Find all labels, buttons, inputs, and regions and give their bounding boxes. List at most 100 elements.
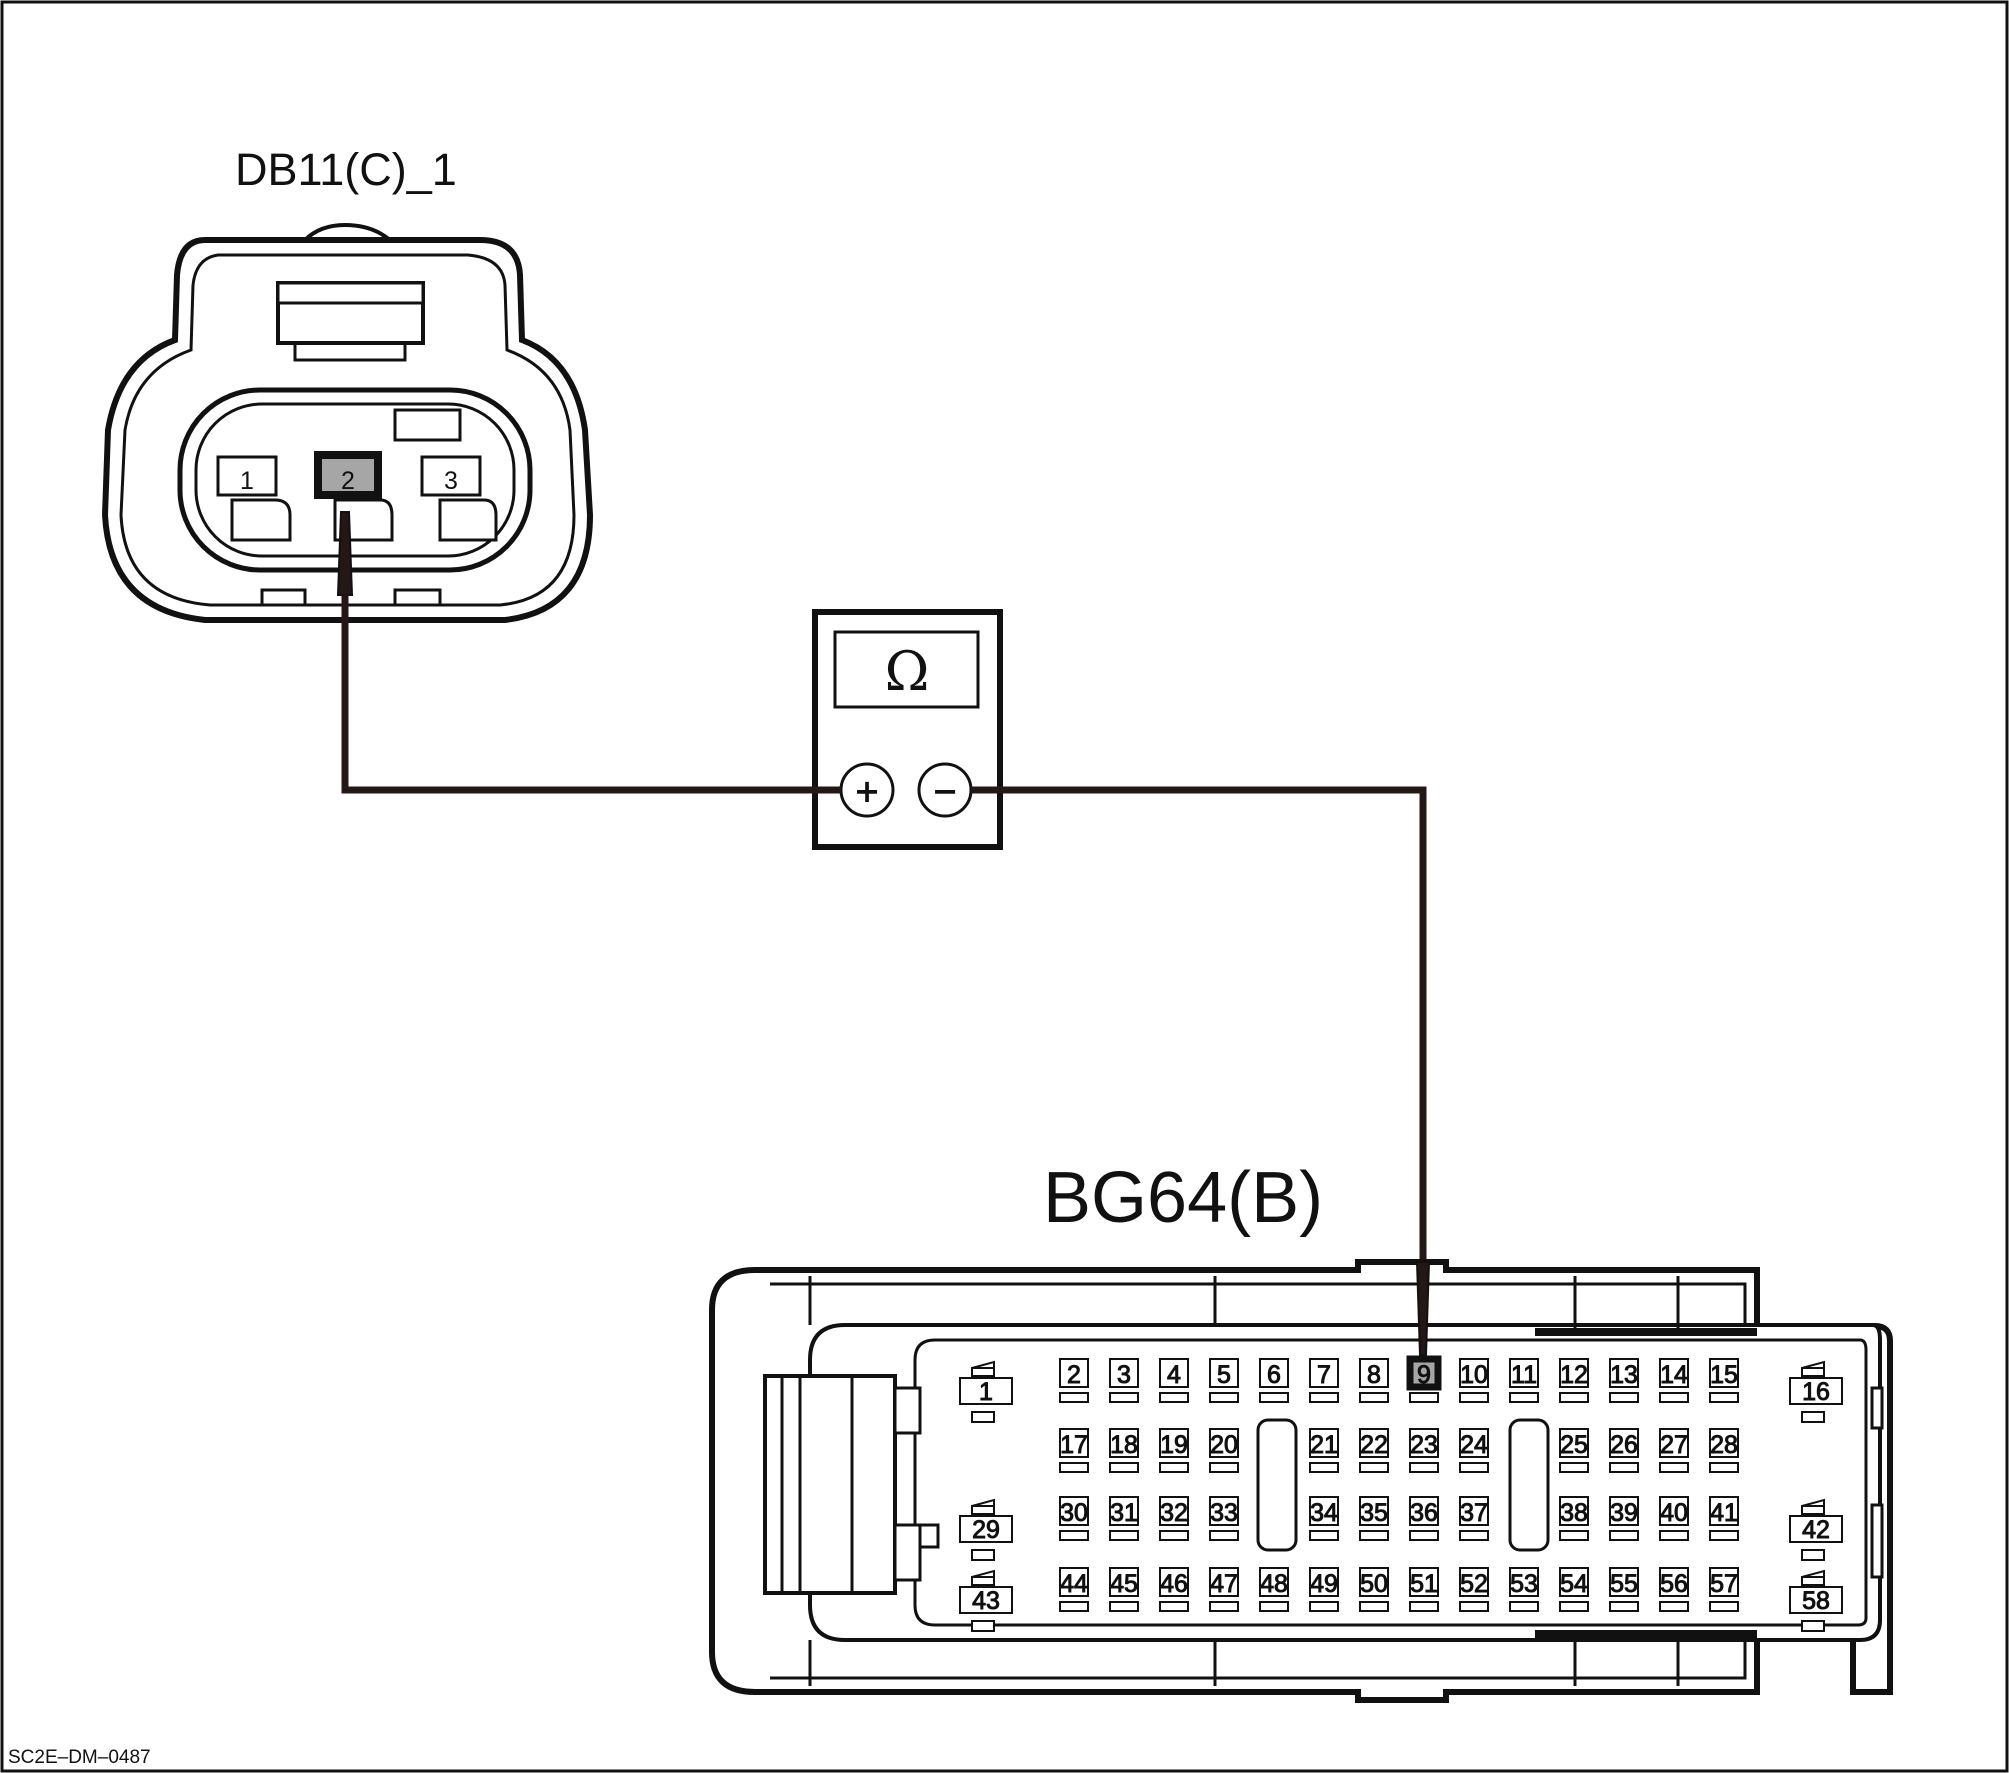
- bg64-pin-label: 36: [1410, 1499, 1438, 1527]
- bg64-pin-label: 29: [972, 1516, 1000, 1544]
- svg-text:−: −: [932, 772, 959, 810]
- bg64-pin-29: 29: [959, 1498, 1013, 1561]
- bg64-pin-label: 3: [1117, 1361, 1131, 1389]
- svg-text:1: 1: [240, 467, 254, 495]
- bg64-pin-label: 38: [1560, 1499, 1588, 1527]
- bg64-pin-58: 58: [1789, 1569, 1843, 1632]
- bg64-pin-16: 16: [1789, 1360, 1843, 1423]
- bg64-pin-53: 53: [1509, 1567, 1539, 1612]
- bg64-pin-label: 55: [1610, 1570, 1638, 1598]
- bg64-test-probe: [1415, 1261, 1431, 1356]
- bg64-pin-label: 31: [1110, 1499, 1138, 1527]
- bg64-pin-label: 18: [1110, 1431, 1138, 1459]
- bg64-pin-label: 13: [1610, 1361, 1638, 1389]
- figure-id: SC2E–DM–0487: [8, 1747, 151, 1768]
- bg64-pin-label: 16: [1802, 1378, 1830, 1406]
- db11-pin-2-highlighted: 2: [314, 451, 382, 499]
- db11-label: DB11(C)_1: [235, 144, 457, 195]
- bg64-pin-label: 33: [1210, 1499, 1238, 1527]
- bg64-pin-11: 11: [1509, 1358, 1539, 1403]
- bg64-pin-42: 42: [1789, 1498, 1843, 1561]
- bg64-pin-40: 40: [1659, 1496, 1689, 1541]
- bg64-pin-45: 45: [1109, 1567, 1139, 1612]
- db11-connector: DB11(C)_1 1 2 3: [101, 144, 594, 623]
- svg-text:3: 3: [444, 467, 458, 495]
- bg64-pin-label: 6: [1267, 1361, 1281, 1389]
- bg64-pin-label: 49: [1310, 1570, 1338, 1598]
- bg64-pin-label: 54: [1560, 1570, 1588, 1598]
- ohm-meter: Ω + −: [812, 609, 1003, 850]
- bg64-pin-49: 49: [1309, 1567, 1339, 1612]
- bg64-pin-label: 17: [1060, 1431, 1088, 1459]
- bg64-pin-label: 9: [1417, 1361, 1431, 1389]
- bg64-pin-label: 19: [1160, 1431, 1188, 1459]
- bg64-pin-label: 47: [1210, 1570, 1238, 1598]
- bg64-lever-latch: [763, 1374, 897, 1595]
- bg64-pin-41: 41: [1709, 1496, 1739, 1541]
- bg64-pin-39: 39: [1609, 1496, 1639, 1541]
- bg64-pin-5: 5: [1209, 1358, 1239, 1403]
- bg64-pin-2: 2: [1059, 1358, 1089, 1403]
- bg64-pin-label: 28: [1710, 1431, 1738, 1459]
- bg64-pin-label: 57: [1710, 1570, 1738, 1598]
- bg64-pin-label: 30: [1060, 1499, 1088, 1527]
- svg-text:+: +: [854, 772, 881, 810]
- bg64-pin-47: 47: [1209, 1567, 1239, 1612]
- svg-text:2: 2: [341, 467, 355, 495]
- bg64-pin-label: 27: [1660, 1431, 1688, 1459]
- bg64-pin-label: 50: [1360, 1570, 1388, 1598]
- bg64-pin-32: 32: [1159, 1496, 1189, 1541]
- bg64-pin-label: 20: [1210, 1431, 1238, 1459]
- bg64-pin-50: 50: [1359, 1567, 1389, 1612]
- db11-test-probe: [336, 511, 354, 596]
- bg64-pin-15: 15: [1709, 1358, 1739, 1403]
- bg64-pin-34: 34: [1309, 1496, 1339, 1541]
- bg64-pin-label: 14: [1660, 1361, 1688, 1389]
- bg64-pin-37: 37: [1459, 1496, 1489, 1541]
- bg64-pin-label: 58: [1802, 1587, 1830, 1615]
- meter-ohm-symbol: Ω: [885, 640, 930, 703]
- bg64-pin-label: 25: [1560, 1431, 1588, 1459]
- bg64-pin-label: 10: [1460, 1361, 1488, 1389]
- bg64-pin-30: 30: [1059, 1496, 1089, 1541]
- bg64-pin-55: 55: [1609, 1567, 1639, 1612]
- bg64-pin-6: 6: [1259, 1358, 1289, 1403]
- bg64-pin-46: 46: [1159, 1567, 1189, 1612]
- bg64-pin-label: 37: [1460, 1499, 1488, 1527]
- bg64-pin-label: 23: [1410, 1431, 1438, 1459]
- bg64-pin-1: 1: [959, 1360, 1013, 1423]
- bg64-pin-10: 10: [1459, 1358, 1489, 1403]
- bg64-pin-20: 20: [1209, 1428, 1239, 1473]
- bg64-pin-label: 32: [1160, 1499, 1188, 1527]
- meter-plus-terminal: +: [839, 762, 895, 818]
- bg64-pin-label: 7: [1317, 1361, 1331, 1389]
- bg64-pin-label: 46: [1160, 1570, 1188, 1598]
- bg64-pin-18: 18: [1109, 1428, 1139, 1473]
- bg64-pin-label: 45: [1110, 1570, 1138, 1598]
- bg64-pin-36: 36: [1409, 1496, 1439, 1541]
- bg64-pin-13: 13: [1609, 1358, 1639, 1403]
- meter-minus-terminal: −: [917, 762, 973, 818]
- db11-pin-3: 3: [420, 455, 482, 497]
- bg64-pin-25: 25: [1559, 1428, 1589, 1473]
- bg64-pin-14: 14: [1659, 1358, 1689, 1403]
- bg64-pin-label: 5: [1217, 1361, 1231, 1389]
- bg64-pin-22: 22: [1359, 1428, 1389, 1473]
- bg64-pin-48: 48: [1259, 1567, 1289, 1612]
- bg64-pin-57: 57: [1709, 1567, 1739, 1612]
- bg64-pin-label: 15: [1710, 1361, 1738, 1389]
- bg64-pin-label: 26: [1610, 1431, 1638, 1459]
- bg64-pin-19: 19: [1159, 1428, 1189, 1473]
- bg64-pin-label: 21: [1310, 1431, 1338, 1459]
- bg64-pin-label: 2: [1067, 1361, 1081, 1389]
- bg64-pin-26: 26: [1609, 1428, 1639, 1473]
- bg64-pin-21: 21: [1309, 1428, 1339, 1473]
- bg64-pin-label: 43: [972, 1587, 1000, 1615]
- bg64-pin-label: 53: [1510, 1570, 1538, 1598]
- bg64-pin-38: 38: [1559, 1496, 1589, 1541]
- bg64-pin-label: 1: [979, 1378, 993, 1406]
- bg64-pin-label: 4: [1167, 1361, 1181, 1389]
